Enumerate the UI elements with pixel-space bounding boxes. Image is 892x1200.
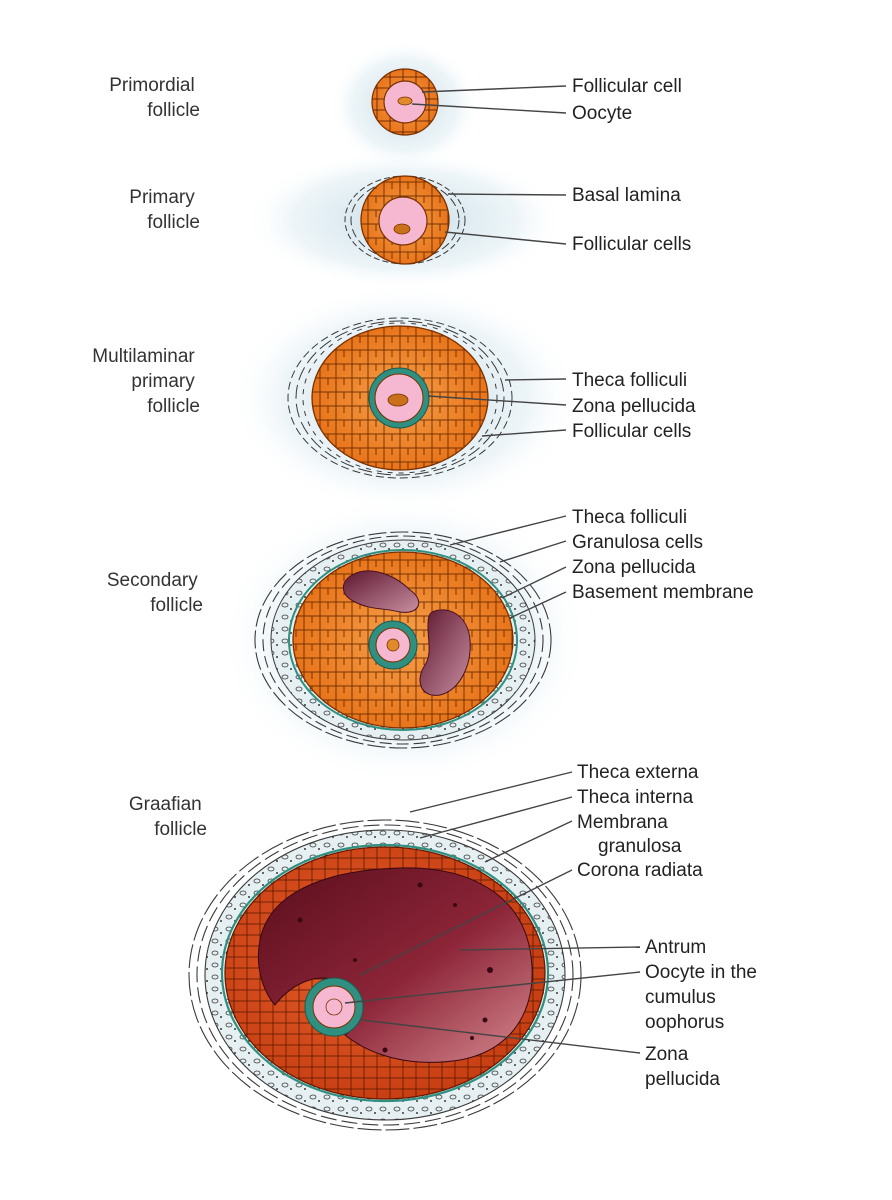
part-label-follicular-cells: Follicular cells (572, 421, 691, 442)
stage-label-line: follicle (150, 595, 203, 616)
stage-label-primary: Primary follicle (129, 187, 200, 233)
primordial-follicle (371, 68, 439, 136)
part-label-zona-pellucida: Zona pellucida (572, 396, 696, 417)
stage-label-line: follicle (147, 212, 200, 233)
part-label-basement-membrane: Basement membrane (572, 582, 754, 603)
part-label-line: Oocyte in the (645, 962, 757, 983)
stage-label-line: Secondary (107, 570, 198, 591)
part-label-zona-pellucida: Zona pellucida (572, 557, 696, 578)
leader-lines (344, 85, 641, 1054)
part-label-theca-interna: Theca interna (577, 787, 694, 808)
part-label-theca-externa: Theca externa (577, 762, 699, 783)
part-label-line: oophorus (645, 1012, 724, 1033)
stage-label-line: follicle (147, 100, 200, 121)
part-label-line: pellucida (645, 1069, 720, 1090)
part-label-follicular-cell: Follicular cell (572, 76, 682, 97)
part-label-follicular-cells: Follicular cells (572, 234, 691, 255)
part-label-antrum: Antrum (645, 937, 706, 958)
part-label-line: granulosa (598, 836, 682, 857)
stage-label-primordial: Primordial follicle (109, 75, 200, 121)
part-label-line: Membrana (577, 812, 668, 833)
primary-follicle (344, 175, 466, 265)
stage-label-multilaminar: Multilaminar primary follicle (92, 346, 200, 417)
secondary-follicle (254, 531, 552, 749)
part-label-zona-pellucida: Zona pellucida (645, 1044, 720, 1090)
stage-label-line: follicle (147, 396, 200, 417)
part-label-theca-folliculi: Theca folliculi (572, 370, 687, 391)
part-label-basal-lamina: Basal lamina (572, 185, 681, 206)
part-label-line: cumulus (645, 987, 716, 1008)
part-label-granulosa-cells: Granulosa cells (572, 532, 703, 553)
stage-label-line: primary (131, 371, 195, 392)
graafian-follicle (188, 819, 582, 1131)
multilaminar-primary-follicle (287, 317, 513, 479)
stage-label-line: Graafian (129, 794, 202, 815)
stage-label-secondary: Secondary follicle (107, 570, 203, 616)
part-label-membrana-granulosa: Membrana granulosa (577, 812, 682, 857)
part-label-oocyte-cumulus: Oocyte in the cumulus oophorus (645, 962, 762, 1033)
part-label-oocyte: Oocyte (572, 103, 632, 124)
part-label-line: Zona (645, 1044, 689, 1065)
stage-label-graafian: Graafian follicle (129, 794, 207, 840)
stage-label-line: Primordial (109, 75, 195, 96)
stage-label-line: Primary (129, 187, 195, 208)
part-label-theca-folliculi: Theca folliculi (572, 507, 687, 528)
part-label-corona-radiata: Corona radiata (577, 860, 703, 881)
stage-label-line: Multilaminar (92, 346, 195, 367)
stage-label-line: follicle (154, 819, 207, 840)
